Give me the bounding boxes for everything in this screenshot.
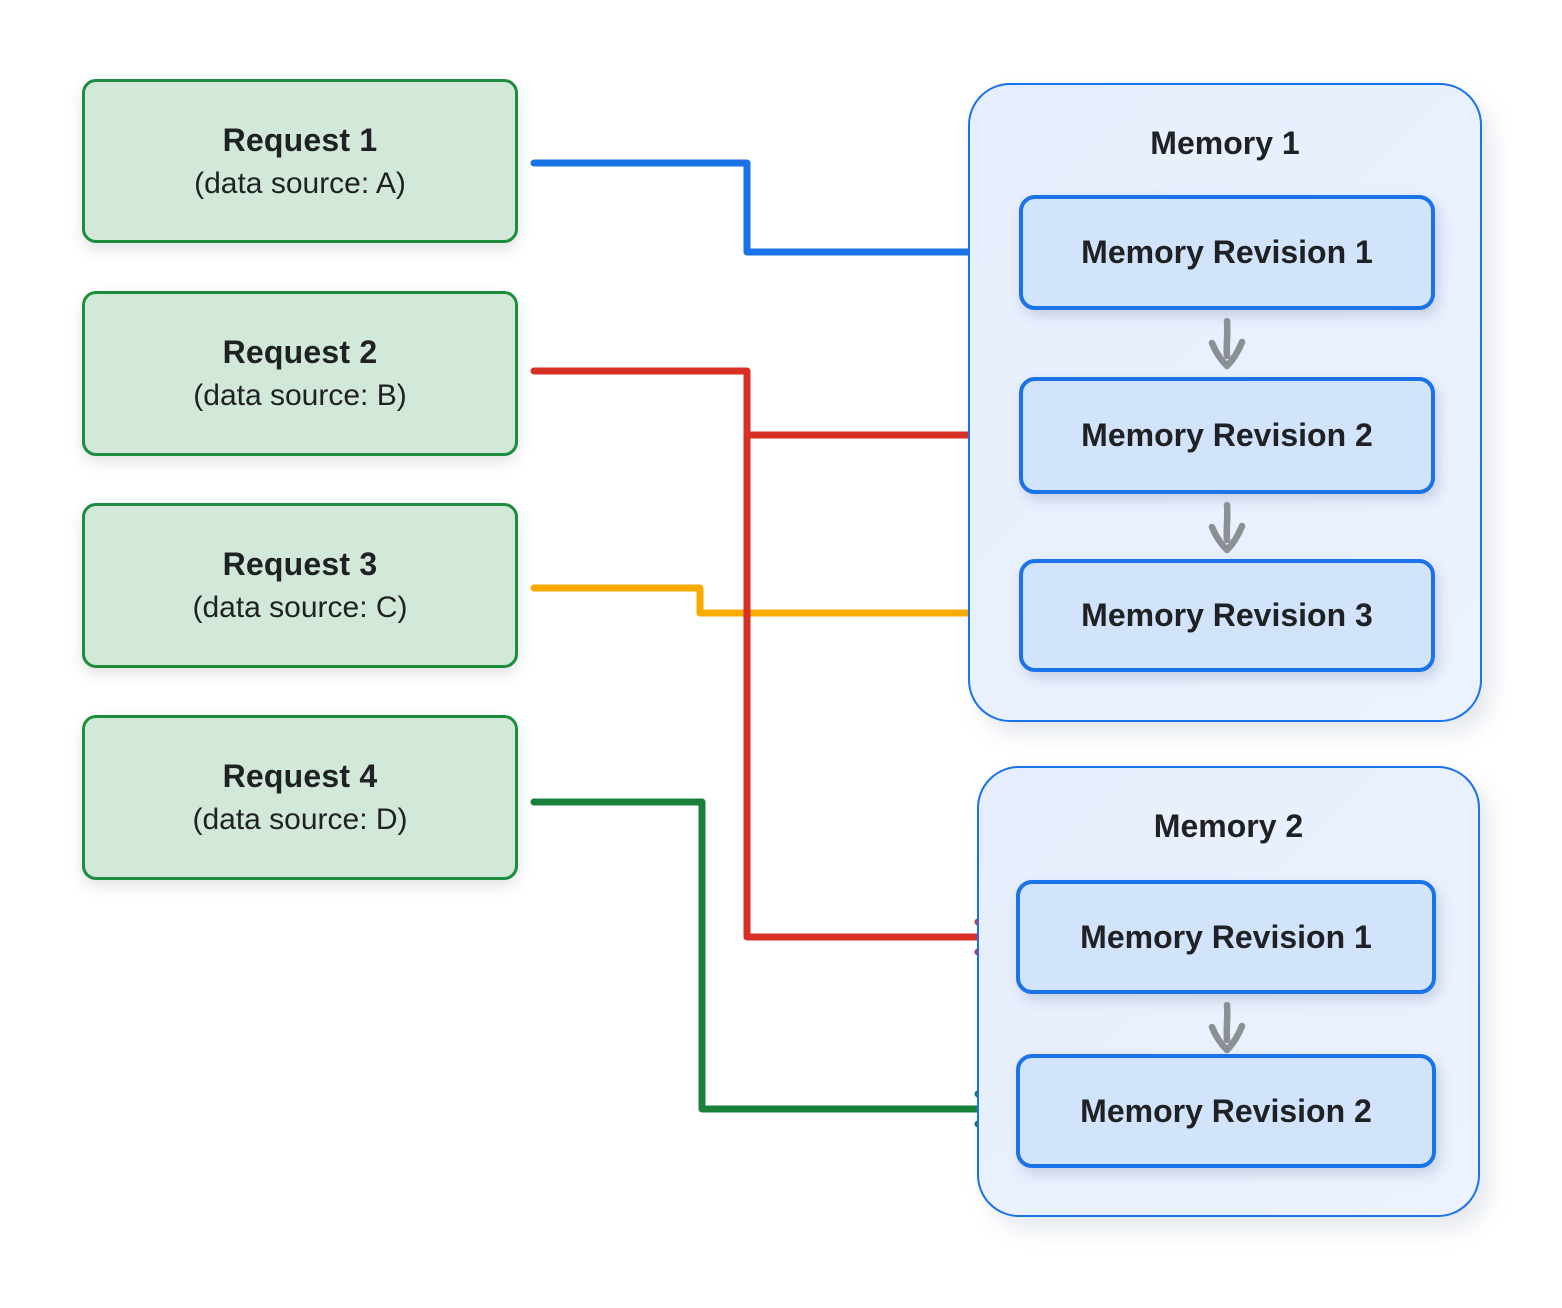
request-data-source: (data source: D) — [192, 803, 408, 836]
request-title: Request 4 — [222, 758, 378, 794]
request-title: Request 2 — [222, 334, 378, 370]
down-arrow-icon — [1208, 318, 1246, 370]
wire-request3-to-memory1-revision3 — [530, 584, 1008, 617]
wire-request1-to-memory1-revision1 — [530, 159, 1008, 256]
request-title: Request 3 — [222, 546, 378, 582]
down-arrow-icon — [1208, 502, 1246, 554]
wire-request4-to-memory2-revision2 — [530, 798, 1002, 1113]
request-box-4: Request 4 (data source: D) — [82, 715, 518, 880]
memory1-revision-3: Memory Revision 3 — [1019, 559, 1435, 672]
down-arrow-icon — [1208, 1002, 1246, 1054]
request-data-source: (data source: B) — [193, 379, 407, 412]
memory1-revision-1: Memory Revision 1 — [1019, 195, 1435, 310]
memory-title: Memory 2 — [1153, 808, 1304, 844]
memory1-revision-2: Memory Revision 2 — [1019, 377, 1435, 494]
request-data-source: (data source: C) — [192, 591, 408, 624]
memory2-revision-1: Memory Revision 1 — [1016, 880, 1436, 994]
memory-group-1: Memory 1 Memory Revision 1 Memory Revisi… — [968, 83, 1482, 722]
request-box-1: Request 1 (data source: A) — [82, 79, 518, 243]
memory-title: Memory 1 — [1150, 125, 1300, 161]
wire-request2-to-memory2-revision1 — [743, 431, 1002, 941]
request-data-source: (data source: A) — [194, 166, 406, 200]
request-title: Request 1 — [222, 121, 378, 158]
wire-request2-to-memory1-revision2 — [530, 367, 1008, 439]
memory-group-2: Memory 2 Memory Revision 1 Memory Revisi… — [977, 766, 1480, 1217]
memory2-revision-2: Memory Revision 2 — [1016, 1054, 1436, 1168]
request-box-2: Request 2 (data source: B) — [82, 291, 518, 456]
request-box-3: Request 3 (data source: C) — [82, 503, 518, 668]
